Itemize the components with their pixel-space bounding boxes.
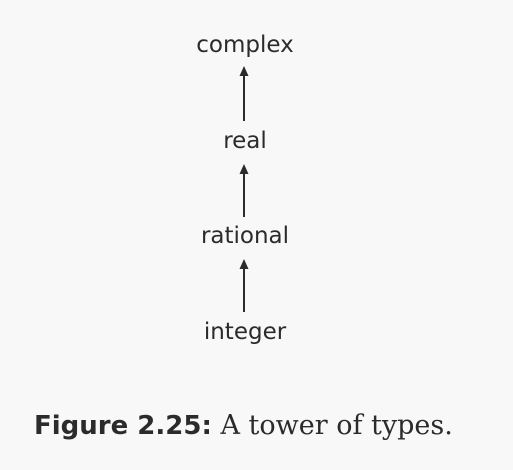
- node-integer: integer: [203, 319, 287, 345]
- figure-caption-text: A tower of types.: [220, 410, 453, 441]
- figure-caption: Figure 2.25: A tower of types.: [34, 408, 453, 444]
- arrow-rational-to-real: [239, 164, 249, 217]
- arrow-real-to-complex: [239, 66, 249, 121]
- arrow-integer-to-rational: [239, 259, 249, 312]
- node-rational: rational: [200, 223, 290, 249]
- node-real: real: [223, 128, 267, 154]
- figure-caption-label: Figure 2.25:: [34, 411, 212, 441]
- node-complex: complex: [196, 32, 294, 58]
